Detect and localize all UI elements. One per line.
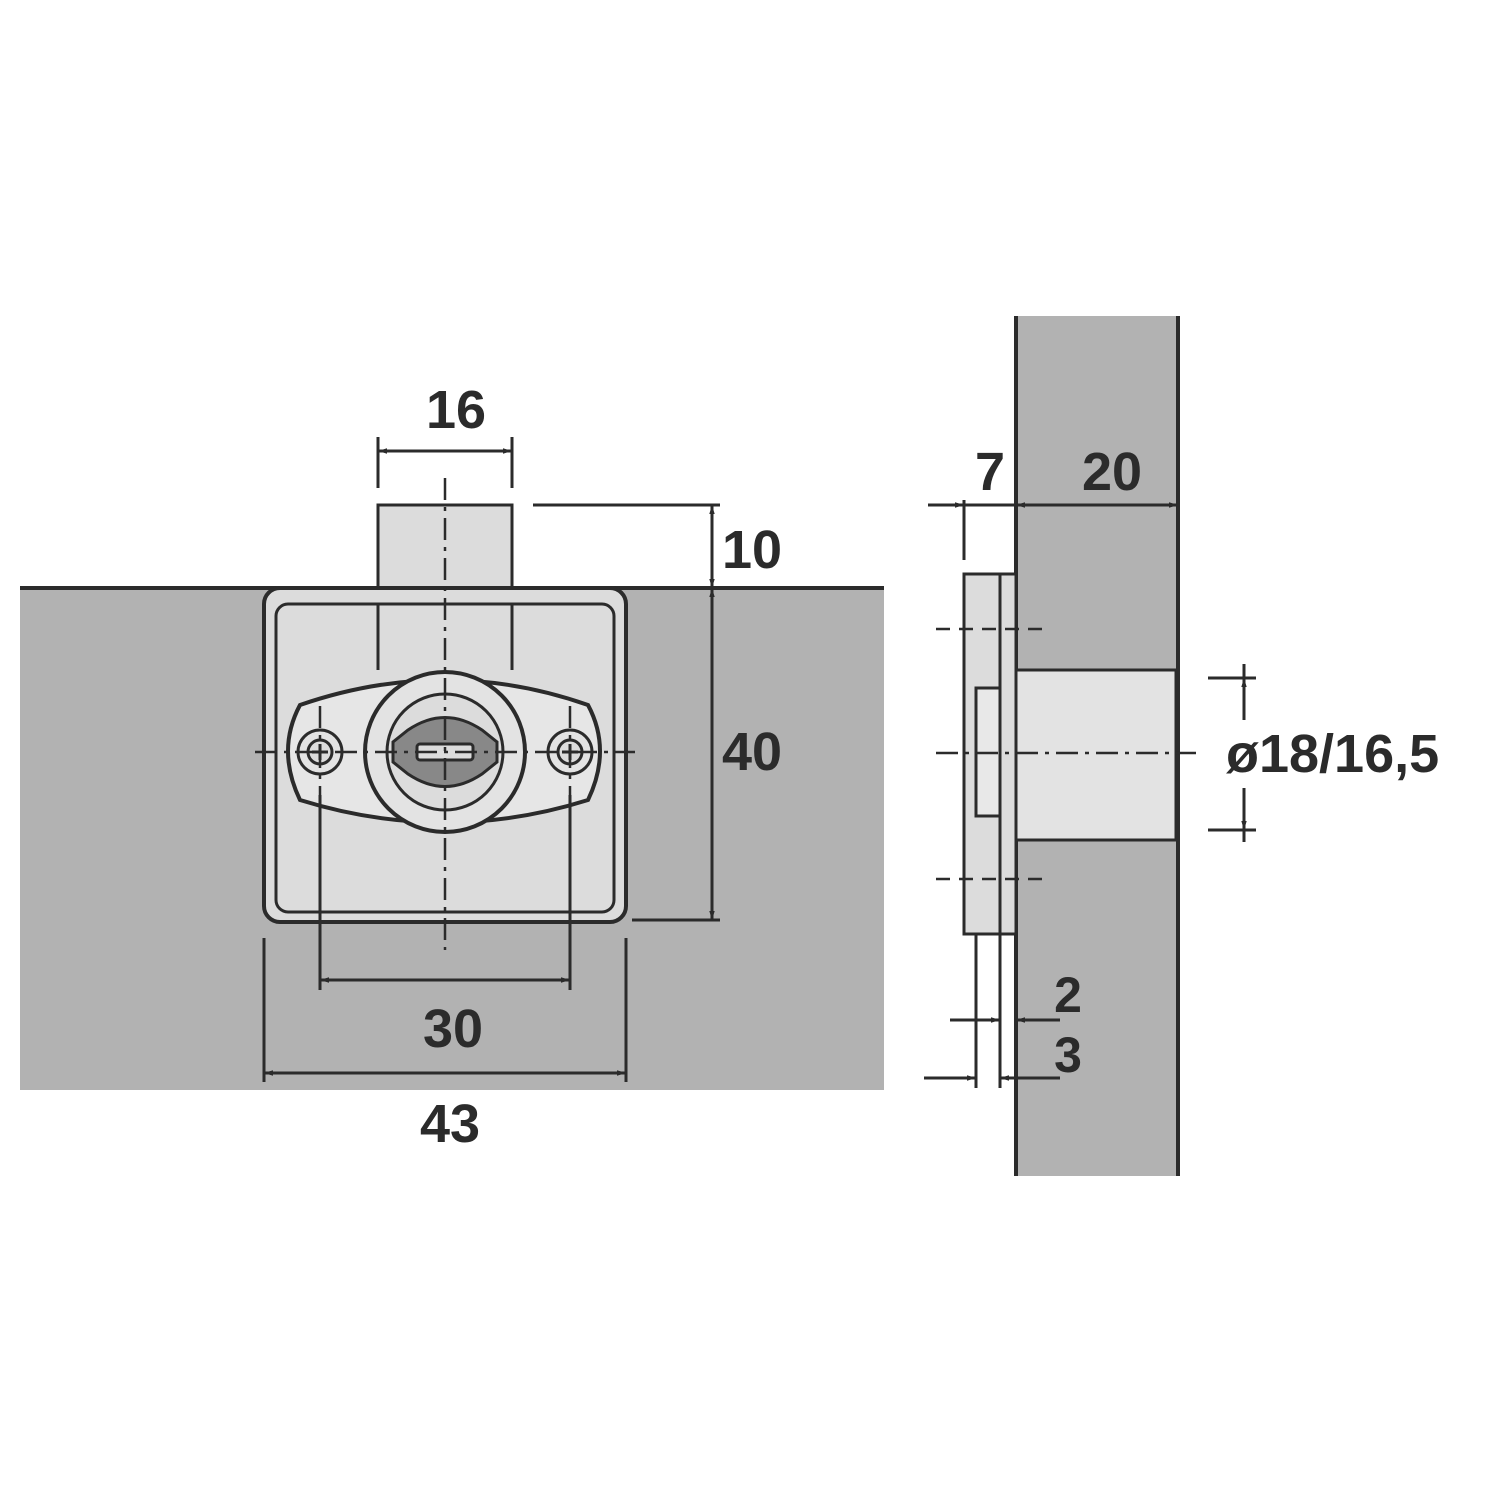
dim-label-3: 3 [1054,1027,1082,1083]
dimension-16: 16 [376,380,514,488]
dim-label-10: 10 [722,520,782,580]
dimension-30: 30 [318,795,572,1059]
dim-label-40: 40 [722,722,782,782]
dimension-2-3: 2 3 [924,934,1082,1088]
dim-label-43: 43 [420,1094,480,1154]
front-view: 16 10 40 30 43 [20,380,884,1154]
dimension-7: 7 [928,442,1016,560]
side-view: 7 20 ø18/16,5 2 3 [924,316,1439,1176]
dimension-20: 20 [1016,442,1178,508]
dimension-43: 43 [262,938,628,1154]
dim-label-2: 2 [1054,967,1082,1023]
dim-label-diameter: ø18/16,5 [1226,724,1439,784]
dimension-40: 40 [632,588,782,922]
cylinder-body [1014,668,1178,842]
dim-label-7: 7 [975,442,1005,502]
dimension-10: 10 [533,503,782,588]
dimension-diameter: ø18/16,5 [1208,664,1439,842]
dim-label-30: 30 [423,999,483,1059]
dim-label-20: 20 [1082,442,1142,502]
dim-label-16: 16 [426,380,486,440]
